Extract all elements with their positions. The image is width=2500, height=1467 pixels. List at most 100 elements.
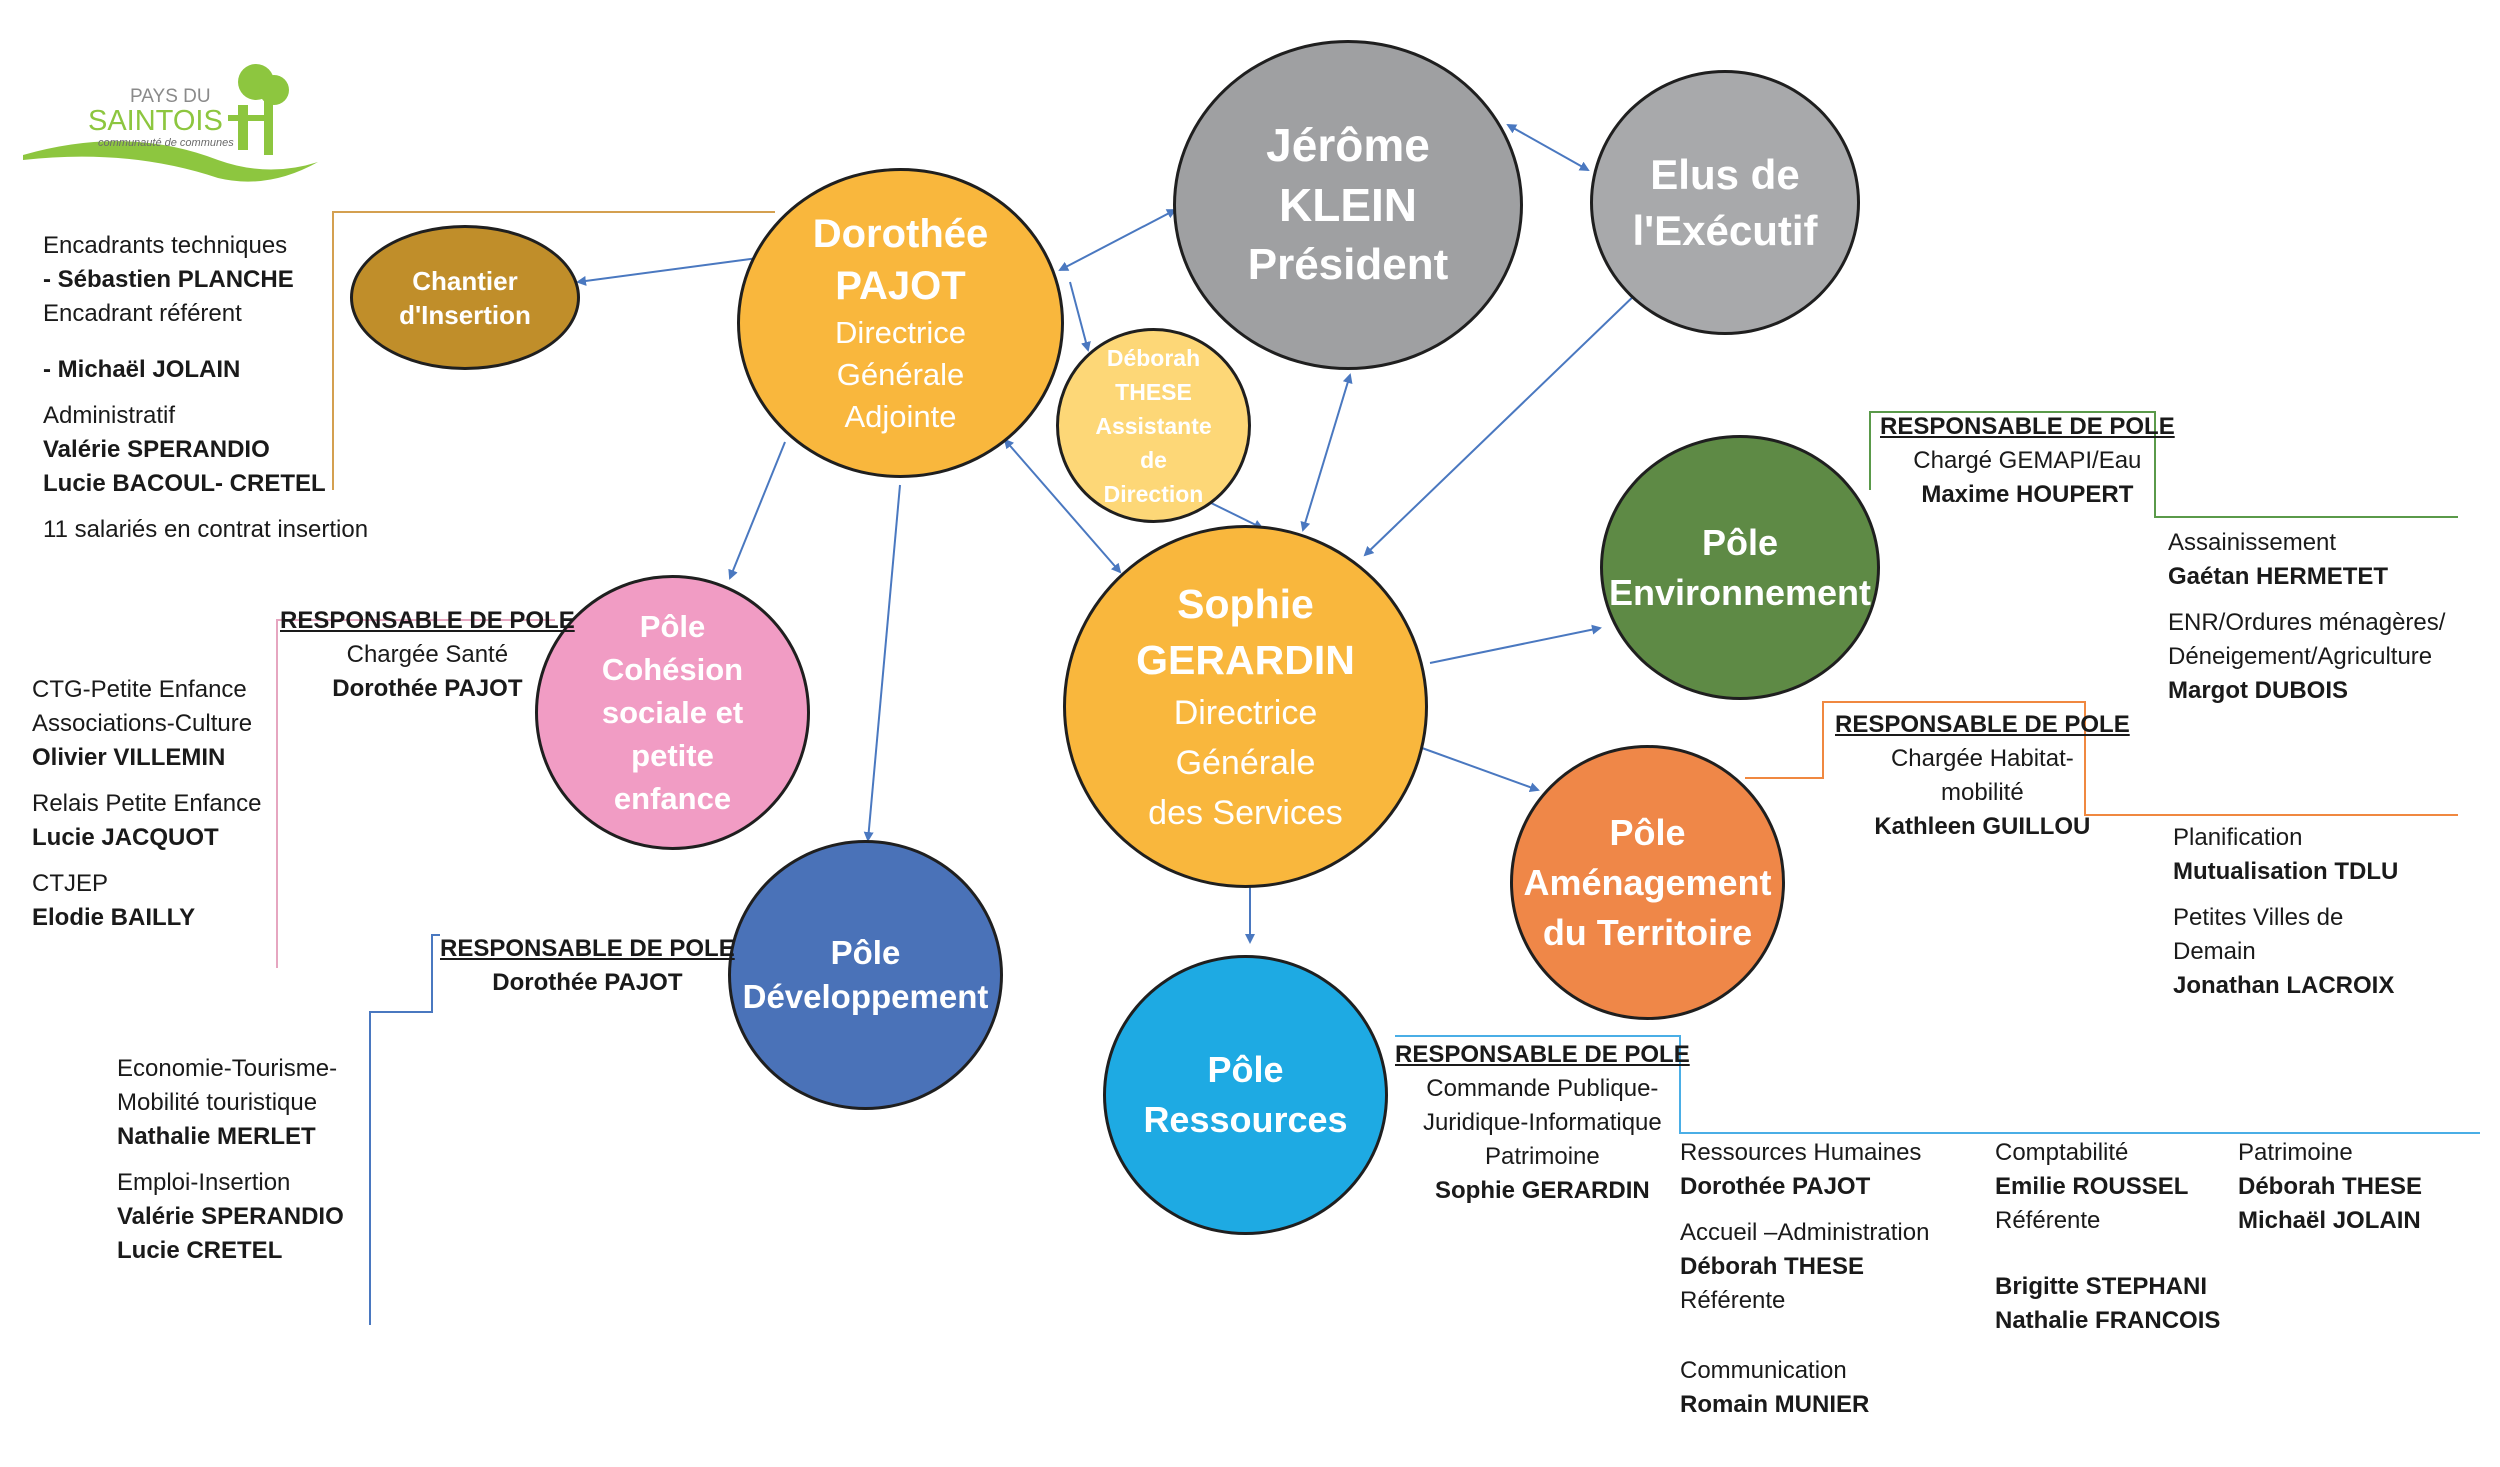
- logo-line3: communauté de communes: [98, 137, 234, 149]
- environnement-line2: Environnement: [1608, 571, 1872, 613]
- env-resp-role: Chargé GEMAPI/Eau: [1913, 447, 2142, 474]
- dev-info-line4: Emploi-Insertion: [117, 1169, 291, 1196]
- pajot-role1: Directrice: [835, 315, 966, 350]
- developpement-responsable: RESPONSABLE DE POLE Dorothée PAJOT: [440, 932, 735, 1000]
- node-pajot: Dorothée PAJOT Directrice Générale Adjoi…: [737, 168, 1064, 478]
- logo-graphic: PAYS DU SAINTOIS communauté de communes: [23, 64, 318, 182]
- chantier-info-line4: - Michaël JOLAIN: [43, 356, 241, 383]
- ressources-col1: Ressources Humaines Dorothée PAJOT Accue…: [1680, 1136, 1929, 1422]
- chantier-info-line1: Encadrants techniques: [43, 232, 288, 259]
- cohesion-line4: petite: [631, 738, 714, 773]
- dev-info-line3: Nathalie MERLET: [117, 1123, 316, 1150]
- arrow-gerardin-amenagement: [1421, 747, 1540, 792]
- amen-resp-role1: Chargée Habitat-: [1890, 745, 2074, 772]
- node-elus: Elus de l'Exécutif: [1590, 70, 1860, 335]
- bracket-chantier: [332, 211, 775, 490]
- arrow-pajot-klein: [1058, 209, 1177, 271]
- chantier-info-line5: Administratif: [43, 402, 176, 429]
- logo-line1: PAYS DU: [130, 86, 211, 107]
- arrow-klein-elus: [1506, 124, 1590, 171]
- amen-resp-head: RESPONSABLE DE POLE: [1835, 711, 2130, 738]
- gerardin-line1: Sophie: [1177, 580, 1314, 627]
- klein-line2: KLEIN: [1279, 179, 1417, 231]
- these-line5: Direction: [1103, 480, 1204, 507]
- res-resp-head: RESPONSABLE DE POLE: [1395, 1041, 1690, 1068]
- amen-info-line2: Mutualisation TDLU: [2173, 858, 2399, 885]
- chantier-info-line3: Encadrant référent: [43, 300, 242, 327]
- res-col2-line3: Référente: [1995, 1207, 2101, 1234]
- res-col1-line6: Communication: [1680, 1357, 1847, 1384]
- cohesion-info-line5: Lucie JACQUOT: [32, 824, 219, 851]
- dev-info-line2: Mobilité touristique: [117, 1089, 318, 1116]
- gerardin-line2: GERARDIN: [1136, 636, 1355, 683]
- arrow-pajot-developpement: [863, 484, 901, 842]
- env-info-line2: Gaétan HERMETET: [2168, 563, 2389, 590]
- env-info-line5: Margot DUBOIS: [2168, 677, 2348, 704]
- amenagement-line1: Pôle: [1609, 811, 1686, 853]
- ressources-col2: Comptabilité Emilie ROUSSEL Référente Br…: [1995, 1136, 2220, 1338]
- node-chantier: Chantier d'Insertion: [350, 225, 580, 370]
- node-klein: Jérôme KLEIN Président: [1173, 40, 1523, 370]
- developpement-info: Economie-Tourisme- Mobilité touristique …: [117, 1052, 344, 1268]
- arrow-gerardin-environnement: [1429, 624, 1602, 664]
- res-col2-line4: Brigitte STEPHANI: [1995, 1273, 2208, 1300]
- cohesion-line5: enfance: [613, 781, 732, 816]
- ressources-line2: Ressources: [1143, 1099, 1348, 1140]
- cohesion-resp-role: Chargée Santé: [346, 641, 509, 668]
- gerardin-role2: Générale: [1175, 743, 1316, 782]
- amenagement-responsable: RESPONSABLE DE POLE Chargée Habitat- mob…: [1835, 708, 2130, 844]
- bracket-environnement: [1869, 411, 2458, 518]
- env-resp-name: Maxime HOUPERT: [1921, 481, 2134, 508]
- arrow-pajot-cohesion: [728, 441, 786, 580]
- amenagement-line3: du Territoire: [1542, 911, 1753, 953]
- these-line4: de: [1140, 446, 1167, 473]
- res-col3-line2: Déborah THESE: [2238, 1173, 2423, 1200]
- gerardin-role1: Directrice: [1173, 693, 1318, 732]
- ressources-responsable: RESPONSABLE DE POLE Commande Publique- J…: [1395, 1038, 1690, 1208]
- res-col3-line1: Patrimoine: [2238, 1139, 2353, 1166]
- amen-resp-name: Kathleen GUILLOU: [1874, 813, 2091, 840]
- these-line3: Assistante: [1095, 412, 1212, 439]
- chantier-info: Encadrants techniques - Sébastien PLANCH…: [43, 229, 368, 547]
- res-col1-line7: Romain MUNIER: [1680, 1391, 1870, 1418]
- dev-info-line5: Valérie SPERANDIO: [117, 1203, 344, 1230]
- cohesion-info-line1: CTG-Petite Enfance: [32, 676, 247, 703]
- gerardin-role3: des Services: [1148, 793, 1343, 832]
- env-info-line1: Assainissement: [2168, 529, 2337, 556]
- res-col2-line2: Emilie ROUSSEL: [1995, 1173, 2189, 1200]
- arrow-pajot-gerardin: [1003, 438, 1122, 574]
- cohesion-line1: Pôle: [639, 609, 706, 644]
- cohesion-info-line4: Relais Petite Enfance: [32, 790, 262, 817]
- cohesion-responsable: RESPONSABLE DE POLE Chargée Santé Doroth…: [280, 604, 575, 706]
- arrow-these-gerardin: [1204, 499, 1264, 529]
- res-col1-line4: Déborah THESE: [1680, 1253, 1865, 1280]
- cohesion-info: CTG-Petite Enfance Associations-Culture …: [32, 673, 261, 935]
- these-line2: THESE: [1115, 378, 1192, 405]
- dev-info-line1: Economie-Tourisme-: [117, 1055, 338, 1082]
- res-resp-role3: Patrimoine: [1485, 1143, 1600, 1170]
- dev-resp-name: Dorothée PAJOT: [492, 969, 683, 996]
- amen-info-line1: Planification: [2173, 824, 2303, 851]
- klein-line1: Jérôme: [1266, 119, 1430, 171]
- cohesion-info-line3: Olivier VILLEMIN: [32, 744, 226, 771]
- res-resp-role2: Juridique-Informatique: [1422, 1109, 1662, 1136]
- res-col1-line5: Référente: [1680, 1287, 1786, 1314]
- node-environnement: Pôle Environnement: [1600, 435, 1880, 700]
- elus-line1: Elus de: [1650, 150, 1800, 198]
- cohesion-info-line7: Elodie BAILLY: [32, 904, 196, 931]
- bracket-cohesion: [276, 619, 555, 968]
- bracket-amenagement: [1745, 701, 2458, 816]
- env-info-line3: ENR/Ordures ménagères/: [2168, 609, 2446, 636]
- res-col1-line3: Accueil –Administration: [1680, 1219, 1930, 1246]
- res-resp-name: Sophie GERARDIN: [1435, 1177, 1650, 1204]
- environnement-responsable: RESPONSABLE DE POLE Chargé GEMAPI/Eau Ma…: [1880, 410, 2175, 512]
- pajot-role3: Adjointe: [844, 399, 957, 434]
- arrow-elus-gerardin: [1363, 288, 1642, 557]
- arrow-pajot-chantier: [576, 257, 759, 286]
- res-col3-line3: Michaël JOLAIN: [2238, 1207, 2421, 1234]
- env-resp-head: RESPONSABLE DE POLE: [1880, 413, 2175, 440]
- amen-resp-role2: mobilité: [1941, 779, 2024, 806]
- node-ressources: Pôle Ressources: [1103, 955, 1388, 1235]
- cohesion-line3: sociale et: [601, 695, 744, 730]
- klein-line3: Président: [1247, 240, 1449, 289]
